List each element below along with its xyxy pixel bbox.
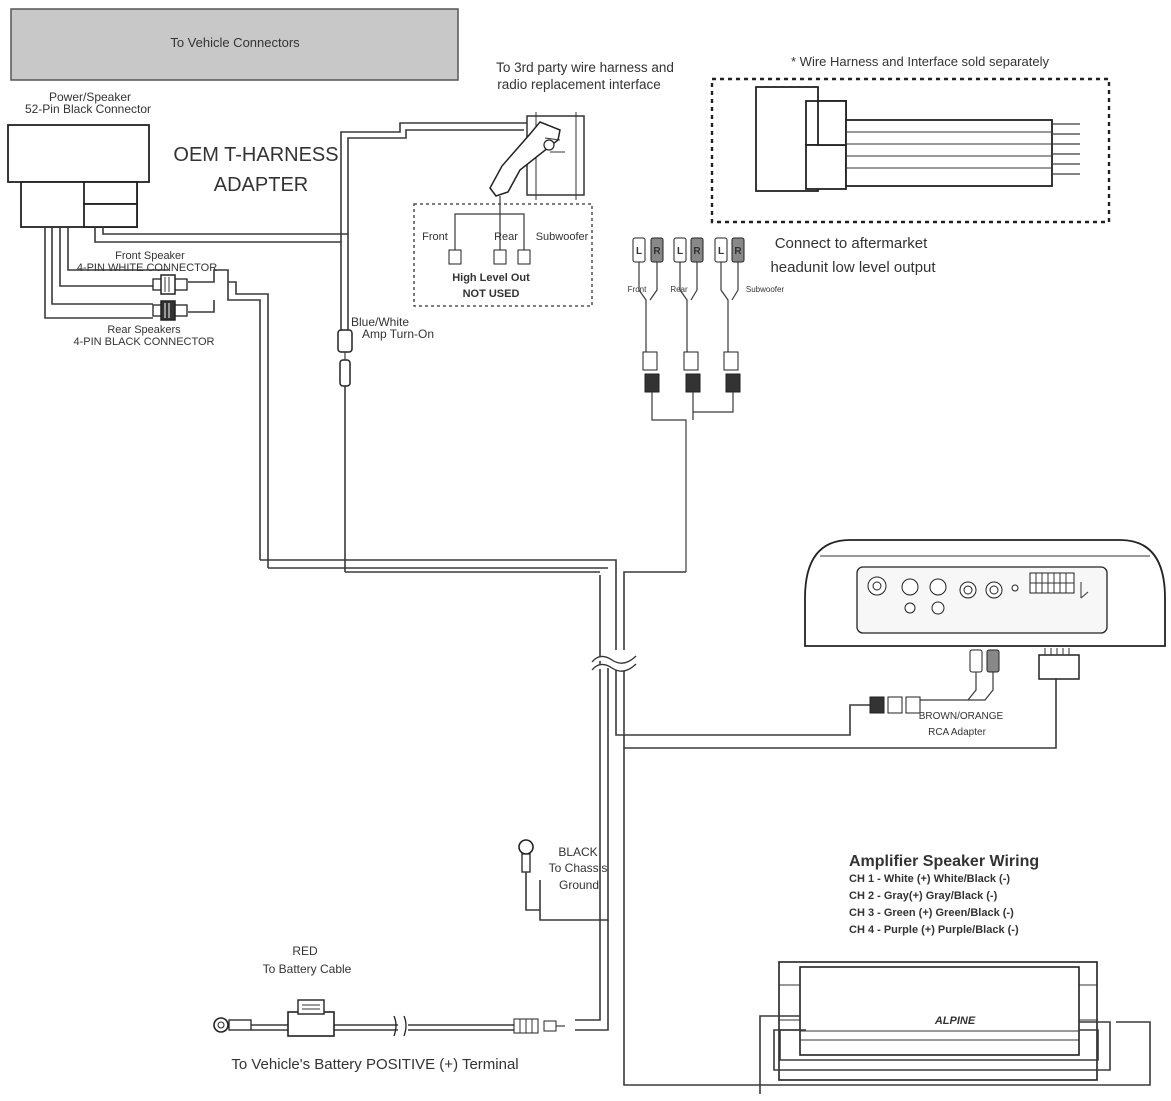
rca-rear-l: L	[677, 246, 683, 257]
third-party-label-2: radio replacement interface	[497, 77, 661, 92]
amp-power-plug	[1038, 648, 1080, 680]
amp-wiring-ch3: CH 3 - Green (+) Green/Black (-)	[849, 907, 1014, 919]
rca-rear-r: R	[693, 246, 701, 257]
power-speaker-label-2: 52-Pin Black Connector	[25, 102, 151, 116]
front-speaker-label-1: Front Speaker	[115, 250, 185, 262]
front-speaker-connector	[152, 274, 188, 295]
blue-white-label-1: Blue/White	[351, 315, 409, 329]
hl-subwoofer-label: Subwoofer	[536, 231, 589, 243]
harness-wires	[44, 122, 528, 568]
oem-title-2: ADAPTER	[214, 174, 308, 196]
amp-wiring-title: Amplifier Speaker Wiring	[849, 853, 1039, 870]
rca-sub-r: R	[734, 246, 742, 257]
oem-title-1: OEM T-HARNESS	[173, 144, 338, 166]
third-party-plug	[489, 112, 585, 200]
vehicle-connectors-box	[10, 8, 459, 81]
rear-speakers-label-1: Rear Speakers	[107, 324, 181, 336]
rca-rear-label: Rear	[670, 285, 688, 294]
amp-wiring-ch1: CH 1 - White (+) White/Black (-)	[849, 873, 1010, 885]
high-level-out-box	[413, 203, 593, 307]
amp-wiring-ch4: CH 4 - Purple (+) Purple/Black (-)	[849, 924, 1019, 936]
black-label-1: BLACK	[558, 845, 597, 859]
rca-front-r: R	[653, 246, 661, 257]
rca-plugs	[632, 237, 745, 572]
amp-turn-on-connector	[337, 329, 353, 572]
break-symbol	[591, 655, 637, 672]
rca-adapter-label: RCA Adapter	[928, 727, 986, 738]
high-level-wires	[454, 196, 525, 250]
alpine-logo: ALPINE	[934, 1015, 976, 1027]
amplifier-top	[804, 539, 1166, 647]
red-label-1: RED	[292, 944, 318, 958]
rca-sub-l: L	[718, 246, 724, 257]
aftermarket-harness	[755, 86, 1080, 192]
not-used-label: NOT USED	[463, 288, 520, 300]
third-party-label-1: To 3rd party wire harness and	[496, 60, 674, 75]
battery-cable	[213, 999, 565, 1037]
amp-rca-adapter	[869, 649, 1000, 714]
brown-orange-label: BROWN/ORANGE	[919, 711, 1004, 722]
blue-white-label-2: Amp Turn-On	[362, 327, 434, 341]
oem-t-harness-connector	[7, 124, 150, 228]
hl-rear-label: Rear	[494, 231, 518, 243]
sold-separately-label: * Wire Harness and Interface sold separa…	[791, 54, 1049, 69]
rca-subwoofer-label: Subwoofer	[746, 285, 785, 294]
amp-wiring-ch2: CH 2 - Gray(+) Gray/Black (-)	[849, 890, 998, 902]
connect-label-1: Connect to aftermarket	[775, 235, 928, 252]
black-label-3: Ground	[559, 878, 599, 892]
hl-front-label: Front	[422, 231, 448, 243]
rear-speakers-label-2: 4-PIN BLACK CONNECTOR	[74, 336, 215, 348]
power-speaker-label-1: Power/Speaker	[49, 90, 131, 104]
front-speaker-label-2: 4-PIN WHITE CONNECTOR	[77, 262, 217, 274]
rca-front-label: Front	[628, 285, 647, 294]
amplifier-bottom	[759, 961, 1111, 1094]
rca-front-l: L	[636, 246, 642, 257]
chassis-ground-ring	[518, 839, 540, 911]
vehicle-connectors-label: To Vehicle Connectors	[170, 35, 300, 50]
high-level-out-label: High Level Out	[452, 272, 530, 284]
sold-separately-box	[710, 77, 1111, 224]
connect-label-2: headunit low level output	[770, 259, 936, 276]
rear-speaker-connector	[152, 300, 188, 321]
high-level-connectors	[448, 249, 531, 265]
black-label-2: To Chassis	[549, 861, 608, 875]
red-label-2: To Battery Cable	[263, 962, 352, 976]
battery-terminal-label: To Vehicle's Battery POSITIVE (+) Termin…	[231, 1056, 518, 1073]
main-trunk-wires	[260, 559, 1151, 1086]
